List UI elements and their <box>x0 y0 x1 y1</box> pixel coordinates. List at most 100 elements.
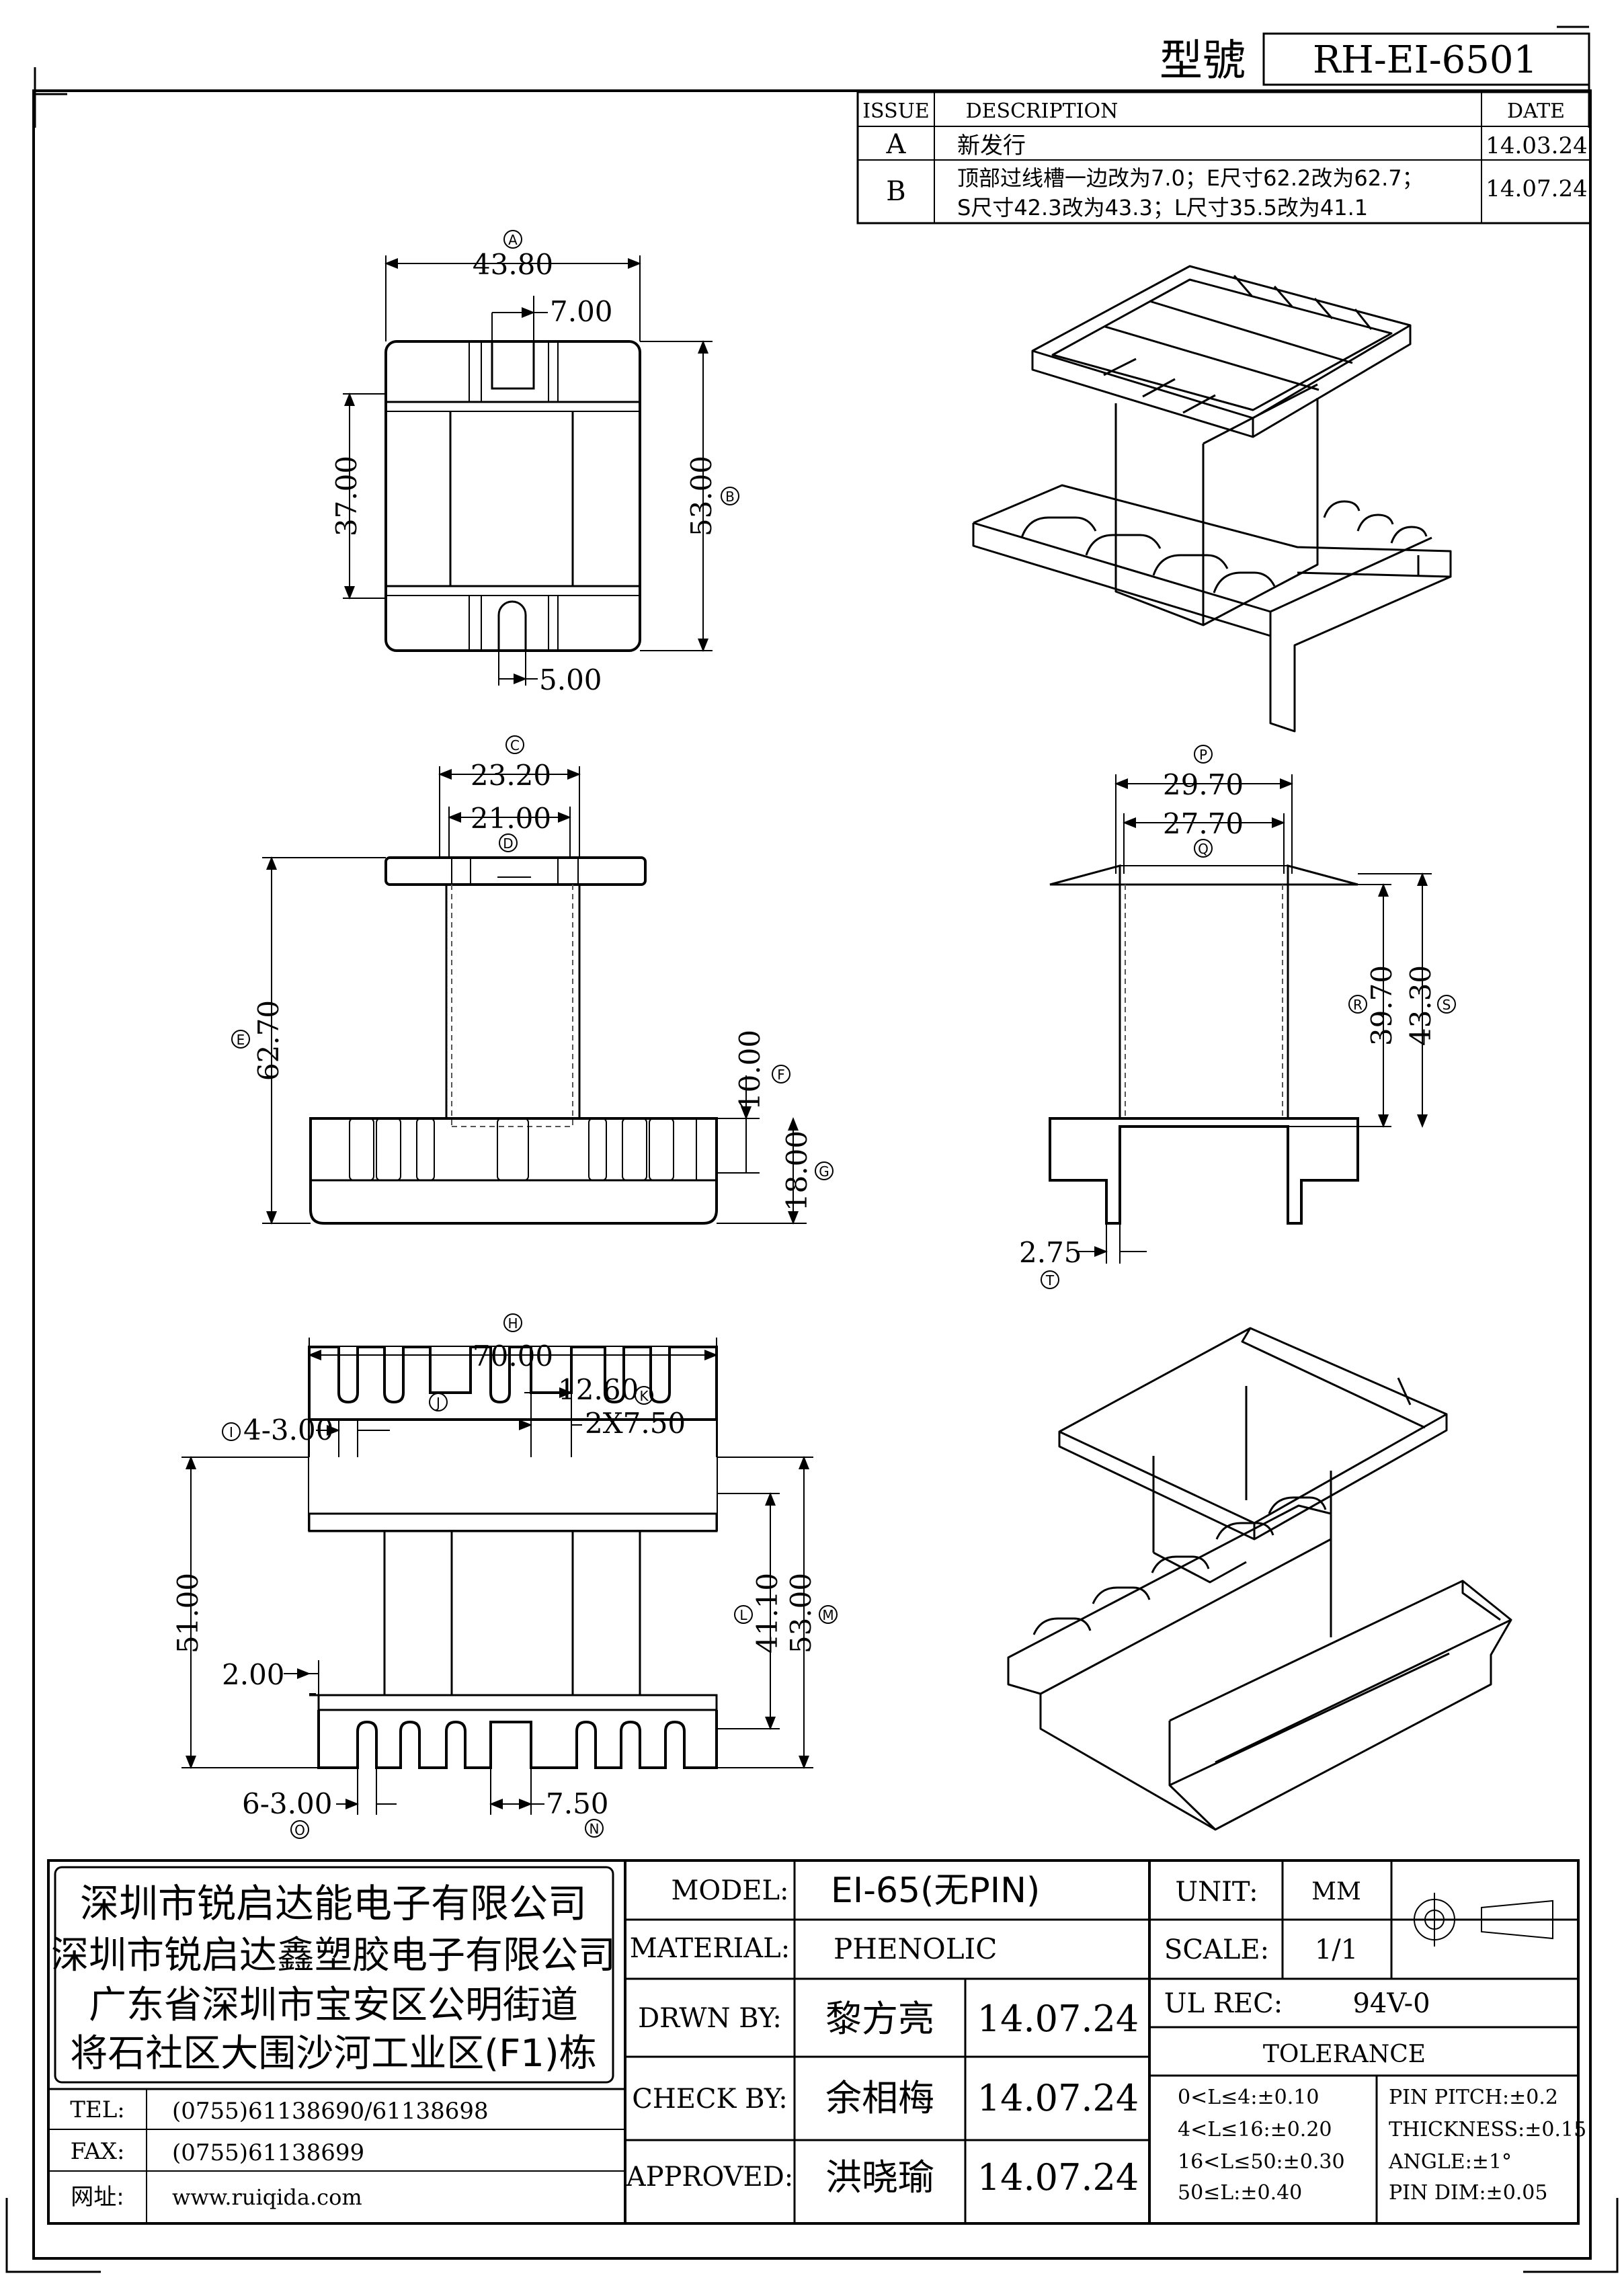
callout-h: H <box>503 1313 522 1332</box>
rev-row-a-issue: A <box>886 129 907 160</box>
dim-top-slot: 7.00 <box>550 295 613 328</box>
callout-r: R <box>1348 995 1367 1014</box>
callout-t: T <box>1041 1270 1059 1289</box>
svg-text:N: N <box>590 1821 600 1837</box>
tolerance-left-4: 50≤L:±0.40 <box>1178 2181 1302 2205</box>
dim-l: 41.10 <box>751 1573 784 1653</box>
dim-m: 53.00 <box>784 1573 817 1653</box>
svg-text:A: A <box>508 232 518 248</box>
svg-text:B: B <box>725 489 735 505</box>
tolerance-title: TOLERANCE <box>1263 2041 1426 2068</box>
rev-header-issue: ISSUE <box>862 99 930 123</box>
dim-p: 29.70 <box>1163 768 1244 801</box>
tel-label: TEL: <box>70 2096 125 2123</box>
model-number: RH-EI-6501 <box>1313 38 1537 82</box>
callout-l: L <box>734 1605 753 1624</box>
fax-value: (0755)61138699 <box>172 2139 364 2166</box>
check-by-name: 余相梅 <box>825 2077 934 2119</box>
dim-f: 10.00 <box>733 1030 766 1110</box>
company-line-2: 深圳市锐启达鑫塑胶电子有限公司 <box>51 1934 616 1977</box>
dim-t: 2.75 <box>1019 1236 1082 1269</box>
company-line-1: 深圳市锐启达能电子有限公司 <box>80 1881 587 1926</box>
company-line-3: 广东省深圳市宝安区公明街道 <box>89 1983 578 2027</box>
rev-header-description: DESCRIPTION <box>966 99 1119 123</box>
model-number-box <box>1262 32 1590 86</box>
dim-b: 53.00 <box>685 456 718 536</box>
side-view-dimensions <box>1075 774 1432 1264</box>
dim-top-left: 37.00 <box>330 456 363 536</box>
website-value: www.ruiqida.com <box>172 2184 362 2210</box>
dim-flange: 2.00 <box>222 1658 285 1691</box>
svg-text:M: M <box>822 1607 834 1623</box>
tolerance-left-2: 4<L≤16:±0.20 <box>1178 2118 1332 2141</box>
callout-k: K <box>635 1386 653 1405</box>
tolerance-right-2: THICKNESS:±0.15 <box>1389 2118 1586 2141</box>
top-view-dimensions <box>343 255 713 686</box>
model-label: MODEL: <box>671 1875 788 1906</box>
ul-rec-value: 94V-0 <box>1352 1988 1430 2019</box>
tel-value: (0755)61138690/61138698 <box>172 2098 489 2125</box>
callout-g: G <box>815 1161 834 1180</box>
bottom-view-combs <box>308 1346 718 1769</box>
top-view <box>384 340 641 652</box>
bottom-view-dimensions <box>181 1338 813 1815</box>
approved-name: 洪晓瑜 <box>825 2156 934 2199</box>
tolerance-left-1: 0<L≤4:±0.10 <box>1178 2086 1319 2109</box>
callout-letters: A B C D E F G P Q R S T H J K I L M O N <box>222 230 1456 1839</box>
approved-date: 14.07.24 <box>977 2156 1139 2199</box>
callout-e: E <box>231 1030 250 1049</box>
callout-j: J <box>429 1393 448 1411</box>
dim-a: 43.80 <box>473 248 553 281</box>
title-block <box>47 1859 1580 2225</box>
tolerance-right-1: PIN PITCH:±0.2 <box>1389 2086 1558 2109</box>
model-value: EI-65(无PIN) <box>831 1871 1040 1911</box>
svg-text:K: K <box>639 1388 649 1404</box>
dim-s: 43.30 <box>1404 965 1437 1046</box>
fax-label: FAX: <box>71 2138 125 2165</box>
rev-row-a-description: 新发行 <box>957 132 1026 159</box>
callout-b: B <box>721 487 739 505</box>
dim-e: 62.70 <box>252 1000 285 1081</box>
scale-label: SCALE: <box>1164 1934 1269 1965</box>
dim-bottom-slot: 5.00 <box>539 663 602 696</box>
projection-symbol-icon <box>1408 1893 1559 1947</box>
dim-q: 27.70 <box>1163 807 1244 840</box>
callout-o: O <box>290 1820 309 1839</box>
rev-header-date: DATE <box>1507 99 1565 123</box>
drawing-border <box>32 89 1592 2260</box>
svg-text:P: P <box>1199 747 1207 763</box>
svg-text:C: C <box>510 737 520 753</box>
tolerance-right-3: ANGLE:±1° <box>1388 2150 1512 2174</box>
company-line-4: 将石社区大围沙河工业区(F1)栋 <box>70 2032 597 2076</box>
callout-c: C <box>505 735 524 754</box>
svg-text:S: S <box>1443 997 1451 1013</box>
material-value: PHENOLIC <box>834 1932 997 1965</box>
revision-table: ISSUE DESCRIPTION DATE A 新发行 14.03.24 B … <box>856 91 1592 224</box>
svg-text:R: R <box>1353 997 1363 1013</box>
approved-label: APPROVED: <box>626 2162 794 2193</box>
check-by-label: CHECK BY: <box>632 2084 788 2115</box>
callout-m: M <box>819 1605 838 1624</box>
model-number-label: 型號 <box>1160 36 1246 86</box>
svg-text:E: E <box>237 1032 245 1048</box>
callout-f: F <box>772 1065 790 1083</box>
callout-s: S <box>1437 995 1456 1014</box>
material-label: MATERIAL: <box>630 1933 790 1964</box>
rev-row-b-description-2: S尺寸42.3改为43.3；L尺寸35.5改为41.1 <box>957 195 1368 220</box>
front-view-dimensions <box>262 766 807 1225</box>
svg-text:T: T <box>1045 1272 1055 1288</box>
rev-row-b-date: 14.07.24 <box>1486 175 1587 202</box>
front-view <box>309 856 718 1225</box>
dim-g: 18.00 <box>780 1131 813 1211</box>
callout-d: D <box>499 833 518 852</box>
rev-row-b-description-1: 顶部过线槽一边改为7.0；E尺寸62.2改为62.7； <box>957 165 1424 191</box>
dim-h: 70.00 <box>473 1340 553 1373</box>
svg-text:G: G <box>819 1163 829 1180</box>
dim-c: 23.20 <box>471 759 551 792</box>
dim-i: 4-3.00 <box>243 1414 333 1446</box>
isometric-view-bottom <box>1007 1327 1512 1831</box>
svg-text:H: H <box>508 1315 518 1332</box>
dim-n: 7.50 <box>546 1787 609 1820</box>
svg-text:F: F <box>777 1067 785 1083</box>
